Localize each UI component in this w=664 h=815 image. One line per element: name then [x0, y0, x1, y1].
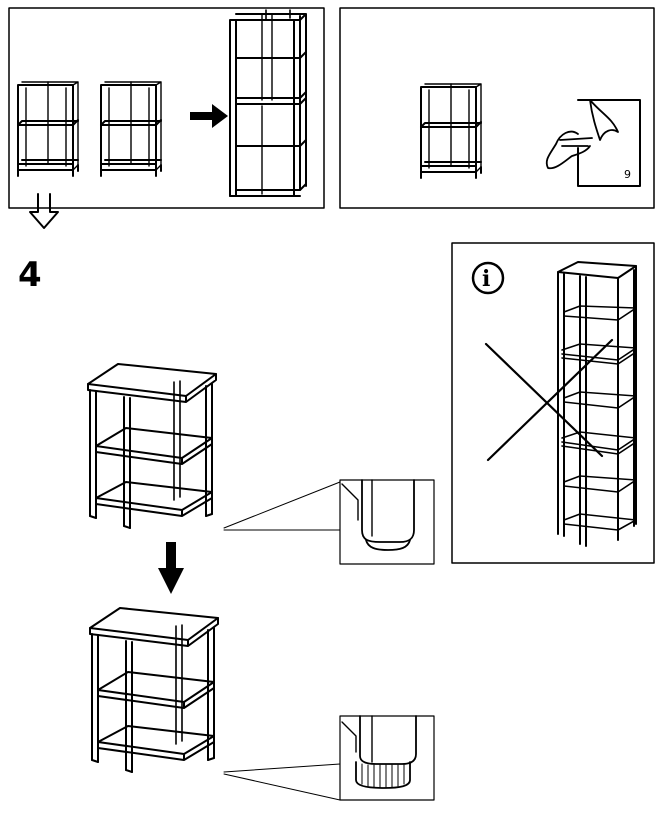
foot-detail-without-glide — [339, 479, 435, 565]
outline-down-arrow-icon — [29, 193, 59, 229]
stacked-tall-shelf — [229, 9, 307, 197]
panel-frame — [451, 242, 655, 564]
page-reference: 9 — [624, 168, 631, 181]
cross-out-icon — [484, 338, 614, 462]
info-symbol: i — [482, 266, 490, 292]
panel-do-not-stack-warning: i — [451, 242, 655, 564]
panel-frame — [8, 7, 325, 209]
shelf-unit — [89, 607, 219, 773]
panel-stacking-shelves — [8, 7, 325, 209]
small-shelf — [420, 83, 482, 179]
panel-sticker: 9 — [339, 7, 655, 209]
info-icon: i — [471, 261, 505, 295]
step-number: 4 — [18, 255, 42, 295]
panel-frame — [339, 7, 655, 209]
shelf-before-feet — [87, 363, 435, 565]
shelf-after-feet — [89, 607, 435, 801]
small-shelf-left — [17, 81, 79, 177]
tall-stacked-shelf — [557, 261, 637, 547]
small-shelf-right — [100, 81, 162, 177]
down-arrow-icon — [158, 542, 184, 594]
hand-peeling-sticker-icon: 9 — [545, 99, 641, 187]
foot-detail-with-glide — [339, 715, 435, 801]
right-arrow-icon — [190, 104, 228, 128]
callout-lines — [223, 481, 341, 531]
shelf-unit — [87, 363, 217, 529]
callout-lines — [223, 763, 341, 801]
